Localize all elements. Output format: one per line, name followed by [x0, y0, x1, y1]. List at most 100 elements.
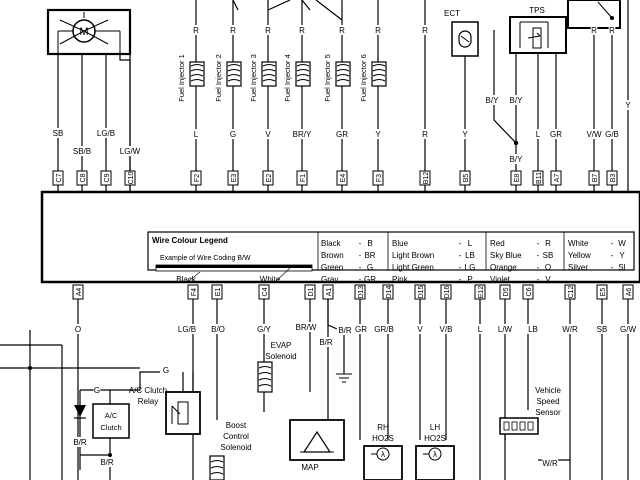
- wire-color-label: SB: [53, 129, 64, 138]
- ac-clutch-box: [92, 403, 130, 439]
- vss-label: Speed: [536, 397, 559, 406]
- coil-winding: [227, 64, 241, 67]
- wire-color-label: G/B: [605, 130, 619, 139]
- legend-color-name: Yellow: [568, 251, 591, 260]
- wire: [267, 0, 291, 11]
- coil-winding: [372, 69, 386, 72]
- junction-dot: [513, 140, 519, 146]
- label-bg: [317, 337, 335, 347]
- injector-label: Fuel Injector 4: [283, 54, 292, 102]
- wire-color-label: Y: [462, 130, 468, 139]
- coil-winding: [262, 79, 276, 82]
- component-layer: [28, 0, 634, 480]
- label-bg: [619, 324, 637, 334]
- pin-box: [499, 284, 511, 300]
- label-bg: [298, 25, 306, 35]
- injector-label: Fuel Injector 1: [177, 54, 186, 102]
- wire: [597, 1, 613, 19]
- pin-box: [588, 170, 600, 186]
- wire: [327, 299, 345, 374]
- legend-frame: [147, 231, 635, 271]
- legend-black-label: Black: [176, 275, 197, 284]
- legend-color-code: Y: [619, 251, 625, 260]
- label-bg: [255, 324, 273, 334]
- legend-white-label: White: [260, 275, 281, 284]
- legend-dash: -: [359, 275, 362, 284]
- pin-box: [474, 284, 486, 300]
- coil-winding: [227, 74, 241, 77]
- wire-color-label: L: [194, 130, 199, 139]
- pin-box: [564, 284, 576, 300]
- coil-winding: [262, 69, 276, 72]
- legend-color-name: Light Brown: [392, 251, 434, 260]
- pin-label: C4: [262, 287, 269, 296]
- wire: [315, 0, 343, 21]
- coil-winding: [296, 64, 310, 67]
- coil-winding: [210, 460, 224, 463]
- pin-box: [414, 284, 426, 300]
- wire-color-label: V: [417, 325, 423, 334]
- wire-color-label: R: [299, 26, 305, 35]
- injector-label: Fuel Injector 2: [214, 54, 223, 102]
- wire-color-label: R: [591, 26, 597, 35]
- label-bg: [550, 129, 562, 139]
- pin-box: [532, 170, 544, 186]
- label-bg: [421, 25, 429, 35]
- pin-label: D1: [308, 287, 315, 296]
- lambda-symbol: λ: [381, 450, 385, 459]
- wire-color-label: LB: [528, 325, 538, 334]
- pin-box: [606, 170, 618, 186]
- tps-resistor: [532, 27, 542, 49]
- wire-color-label: LG/B: [97, 129, 115, 138]
- legend-color-name: Green: [321, 263, 343, 272]
- pin-label: F2: [194, 174, 201, 182]
- wire-color-label: V/B: [440, 325, 453, 334]
- coil-winding: [258, 378, 272, 381]
- pin-box: [510, 170, 522, 186]
- legend-dash: -: [459, 251, 462, 260]
- wire: [232, 0, 239, 11]
- wire-color-label: G: [230, 130, 236, 139]
- coil-winding: [262, 74, 276, 77]
- legend-color-code: BR: [364, 251, 375, 260]
- legend-color-code: SI: [618, 263, 626, 272]
- label-bg: [264, 129, 272, 139]
- wire-color-label: V: [265, 130, 271, 139]
- pin-box: [100, 170, 112, 186]
- legend-color-name: Pink: [392, 275, 409, 284]
- wire-color-label: R: [422, 130, 428, 139]
- label-bg: [507, 95, 525, 105]
- wire-color-label: B/R: [100, 458, 114, 467]
- pin-box: [382, 284, 394, 300]
- legend-color-code: B: [367, 239, 372, 248]
- label-bg: [624, 100, 632, 110]
- pin-label: C6: [526, 287, 533, 296]
- wire-color-label: BR/Y: [293, 130, 312, 139]
- pin-box: [187, 284, 199, 300]
- wire-color-label: G/Y: [257, 325, 271, 334]
- pin-box: [190, 170, 202, 186]
- pin-label: C12: [568, 285, 575, 298]
- wire-color-label: GR: [355, 325, 367, 334]
- wire-color-label: W/R: [562, 325, 578, 334]
- vss-pin: [527, 421, 534, 431]
- boost-label: Boost: [226, 421, 247, 430]
- legend-color-name: Black: [321, 239, 342, 248]
- wire-color-label: L: [478, 325, 483, 334]
- legend-color-code: SB: [543, 251, 554, 260]
- pin-box: [124, 170, 136, 186]
- pin-box: [596, 284, 608, 300]
- motor-box: [46, 8, 132, 56]
- pin-label: D14: [386, 285, 393, 298]
- legend-color-code: GR: [364, 275, 376, 284]
- pin-box: [440, 284, 452, 300]
- legend-color-code: W: [618, 239, 626, 248]
- legend-color-name: Gray: [321, 275, 338, 284]
- ac-clutch-label: A/C: [105, 411, 118, 420]
- wire-color-label: L/W: [498, 325, 513, 334]
- pin-label: C8: [80, 173, 87, 182]
- legend-dash: -: [459, 239, 462, 248]
- wire: [536, 32, 541, 37]
- label-bg: [52, 128, 64, 138]
